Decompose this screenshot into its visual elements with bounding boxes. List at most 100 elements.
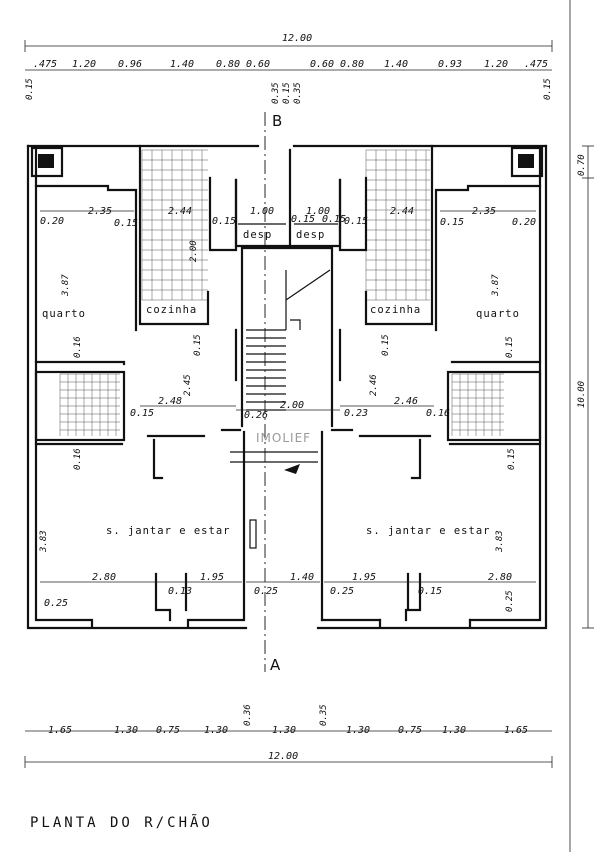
room-quarto-left: quarto [42, 308, 86, 320]
quarto-left-walls [34, 184, 138, 332]
dim-q-r-b: 0.20 [512, 217, 536, 228]
dim-desp-r-w: 1.00 [306, 206, 330, 217]
top-left-margin: 0.15 [25, 78, 35, 100]
dim-q-l-w: 2.35 [88, 206, 112, 217]
dim-sala-l-w: 2.80 [92, 572, 116, 583]
stair-landing [285, 269, 331, 330]
dim-hall-c: 2.00 [280, 400, 304, 411]
dim-sala-r-h: 3.83 [495, 530, 505, 553]
bottom-seg-2: 1.30 [114, 725, 138, 736]
dim-hall-r-b: 0.16 [426, 408, 450, 419]
core-piers [234, 328, 342, 382]
bottom-seg-5: 1.30 [272, 725, 296, 736]
dim-q-l-a: 0.20 [40, 216, 64, 227]
room-sala-left: s. jantar e estar [106, 525, 230, 537]
quarto-right-walls [434, 184, 542, 332]
room-sala-right: s. jantar e estar [366, 525, 490, 537]
dim-q-r-w: 2.35 [472, 206, 496, 217]
bottom-seg-8: 1.30 [442, 725, 466, 736]
dim-q-l-h: 3.87 [61, 274, 71, 297]
dim-sala-r-c: 0.15 [418, 586, 442, 597]
room-quarto-right: quarto [476, 308, 520, 320]
bottom-seg-4: 1.30 [204, 725, 228, 736]
top-center-a: 0.35 [271, 82, 281, 104]
top-seg-12: .475 [524, 59, 548, 70]
dim-bath-l-a: 0.16 [73, 448, 83, 470]
dim-desp-r-a: 0.15 [322, 214, 346, 225]
dim-hall-l-h: 2.45 [183, 374, 193, 396]
dim-bath-r-a: 0.15 [507, 448, 517, 470]
top-seg-8: 0.80 [340, 59, 364, 70]
watermark-text: IMOLIEF [256, 431, 311, 445]
bottom-seg-1: 1.65 [48, 725, 72, 736]
door-leaf-left [249, 519, 257, 549]
walls [26, 144, 548, 630]
top-seg-3: 0.96 [118, 59, 142, 70]
dim-coz-l-a: 0.15 [212, 216, 236, 227]
dim-hall-r-h: 2.46 [369, 374, 379, 396]
room-desp-left: desp [243, 229, 272, 241]
top-seg-2: 1.20 [72, 59, 96, 70]
inner-dimensions: 2.35 0.20 0.15 3.87 0.16 2.35 0.15 0.20 … [39, 206, 536, 612]
dim-corr-a: 0.25 [254, 586, 278, 597]
plan-title: PLANTA DO R/CHÃO [30, 814, 213, 831]
sala-left-top-walls [34, 430, 246, 622]
quarto-left-bottom [34, 360, 126, 366]
dim-desp-l-a: 0.15 [291, 214, 315, 225]
top-seg-1: .475 [33, 59, 57, 70]
dim-q-l-c: 0.16 [73, 336, 83, 358]
dim-q-l-b: 0.15 [114, 218, 138, 229]
bottom-center-b: 0.35 [319, 704, 329, 726]
dim-sala-r-b: 1.95 [352, 572, 376, 583]
dim-sala-r-w: 2.80 [488, 572, 512, 583]
chimney-left-fill [38, 154, 54, 168]
right-top-dim: 0.70 [577, 154, 587, 176]
bottom-seg-6: 1.30 [346, 725, 370, 736]
chimney-right [510, 146, 544, 178]
section-label-top: B [272, 112, 282, 130]
bottom-dimension-chain: 1.65 1.30 0.75 1.30 1.30 1.30 0.75 1.30 … [24, 704, 553, 768]
dim-sala-l-c: 0.13 [168, 586, 192, 597]
dim-coz-l-h: 2.00 [189, 240, 199, 262]
dim-coz-r-w: 2.44 [390, 206, 414, 217]
wc-right [446, 370, 542, 442]
right-total-dim: 10.00 [577, 381, 587, 408]
top-dimension-chain: 12.00 .475 1.20 0.96 1.40 0.80 0.60 0.60… [24, 33, 553, 104]
tile-hatching [59, 149, 504, 436]
corridor-threshold [230, 451, 318, 463]
dim-hall-r-w: 2.46 [394, 396, 418, 407]
bottom-total-label: 12.00 [268, 751, 298, 762]
dim-sala-r-e: 0.25 [505, 590, 515, 612]
top-seg-7: 0.60 [310, 59, 334, 70]
top-right-margin: 0.15 [543, 78, 553, 100]
bottom-seg-7: 0.75 [398, 725, 422, 736]
dim-sala-l-h: 3.83 [39, 530, 49, 553]
top-center-b: 0.15 [282, 82, 292, 104]
sala-right-top-walls [320, 430, 542, 622]
dim-hall-l-c: 0.26 [244, 410, 268, 421]
bottom-seg-9: 1.65 [504, 725, 528, 736]
right-dimension-chain: 0.70 10.00 [577, 145, 594, 629]
room-desp-right: desp [296, 229, 325, 241]
wc-left [34, 370, 126, 442]
room-labels: quarto quarto cozinha cozinha desp desp … [42, 229, 520, 537]
dim-q-r-a: 0.15 [440, 217, 464, 228]
desp-left-walls [234, 148, 292, 248]
bottom-center-a: 0.36 [243, 704, 253, 726]
dim-corr-w: 1.40 [290, 572, 314, 583]
dim-sala-r-d: 0.25 [330, 586, 354, 597]
top-seg-6: 0.60 [246, 59, 270, 70]
window-sills [90, 618, 472, 628]
dim-hall-r-c: 0.15 [381, 334, 391, 356]
room-cozinha-left: cozinha [146, 304, 197, 316]
dim-coz-l-w: 2.44 [168, 206, 192, 217]
dim-hall-l-b: 0.15 [193, 334, 203, 356]
outer-wall-inner-line [34, 148, 542, 622]
cozinha-left-counter [208, 176, 238, 252]
dim-q-r-c: 0.15 [505, 336, 515, 358]
hall-stubs [152, 438, 422, 480]
room-cozinha-right: cozinha [370, 304, 421, 316]
lower-pillars [154, 572, 422, 622]
dim-coz-r-a: 0.15 [344, 216, 368, 227]
